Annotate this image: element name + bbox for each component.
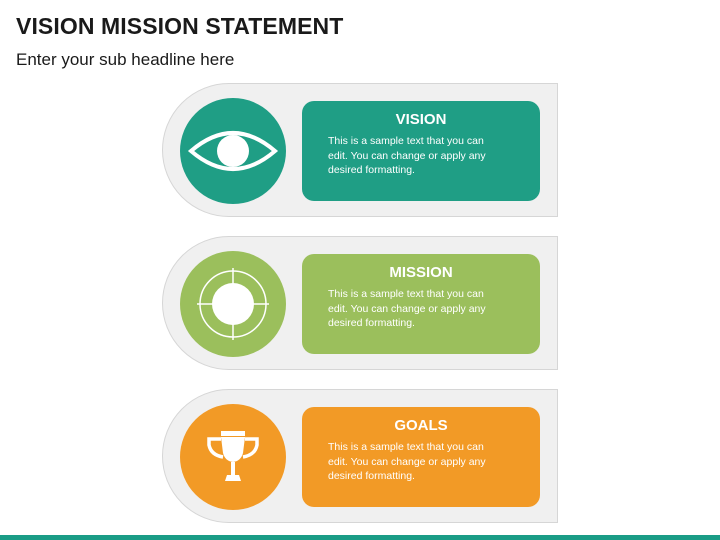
- mission-row: MISSION This is a sample text that you c…: [162, 236, 558, 370]
- goals-icon-circle: [180, 404, 286, 510]
- slide-subtitle: Enter your sub headline here: [16, 50, 235, 69]
- eye-icon: [187, 131, 279, 171]
- target-icon: [197, 268, 269, 340]
- slide-title: VISION MISSION STATEMENT: [16, 13, 344, 39]
- mission-card: MISSION This is a sample text that you c…: [302, 254, 540, 354]
- mission-text: This is a sample text that you can edit.…: [328, 288, 486, 329]
- bottom-accent-bar: [0, 535, 720, 540]
- vision-heading: VISION: [395, 111, 447, 128]
- vision-icon-circle: [180, 98, 286, 204]
- vision-card: VISION This is a sample text that you ca…: [302, 101, 540, 201]
- goals-row: GOALS This is a sample text that you can…: [162, 389, 558, 523]
- goals-heading: GOALS: [394, 417, 448, 434]
- mission-icon-circle: [180, 251, 286, 357]
- goals-card: GOALS This is a sample text that you can…: [302, 407, 540, 507]
- vision-row: VISION This is a sample text that you ca…: [162, 83, 558, 217]
- trophy-icon: [207, 431, 259, 481]
- vision-text: This is a sample text that you can edit.…: [328, 135, 486, 176]
- mission-heading: MISSION: [389, 264, 453, 281]
- goals-text: This is a sample text that you can edit.…: [328, 441, 486, 482]
